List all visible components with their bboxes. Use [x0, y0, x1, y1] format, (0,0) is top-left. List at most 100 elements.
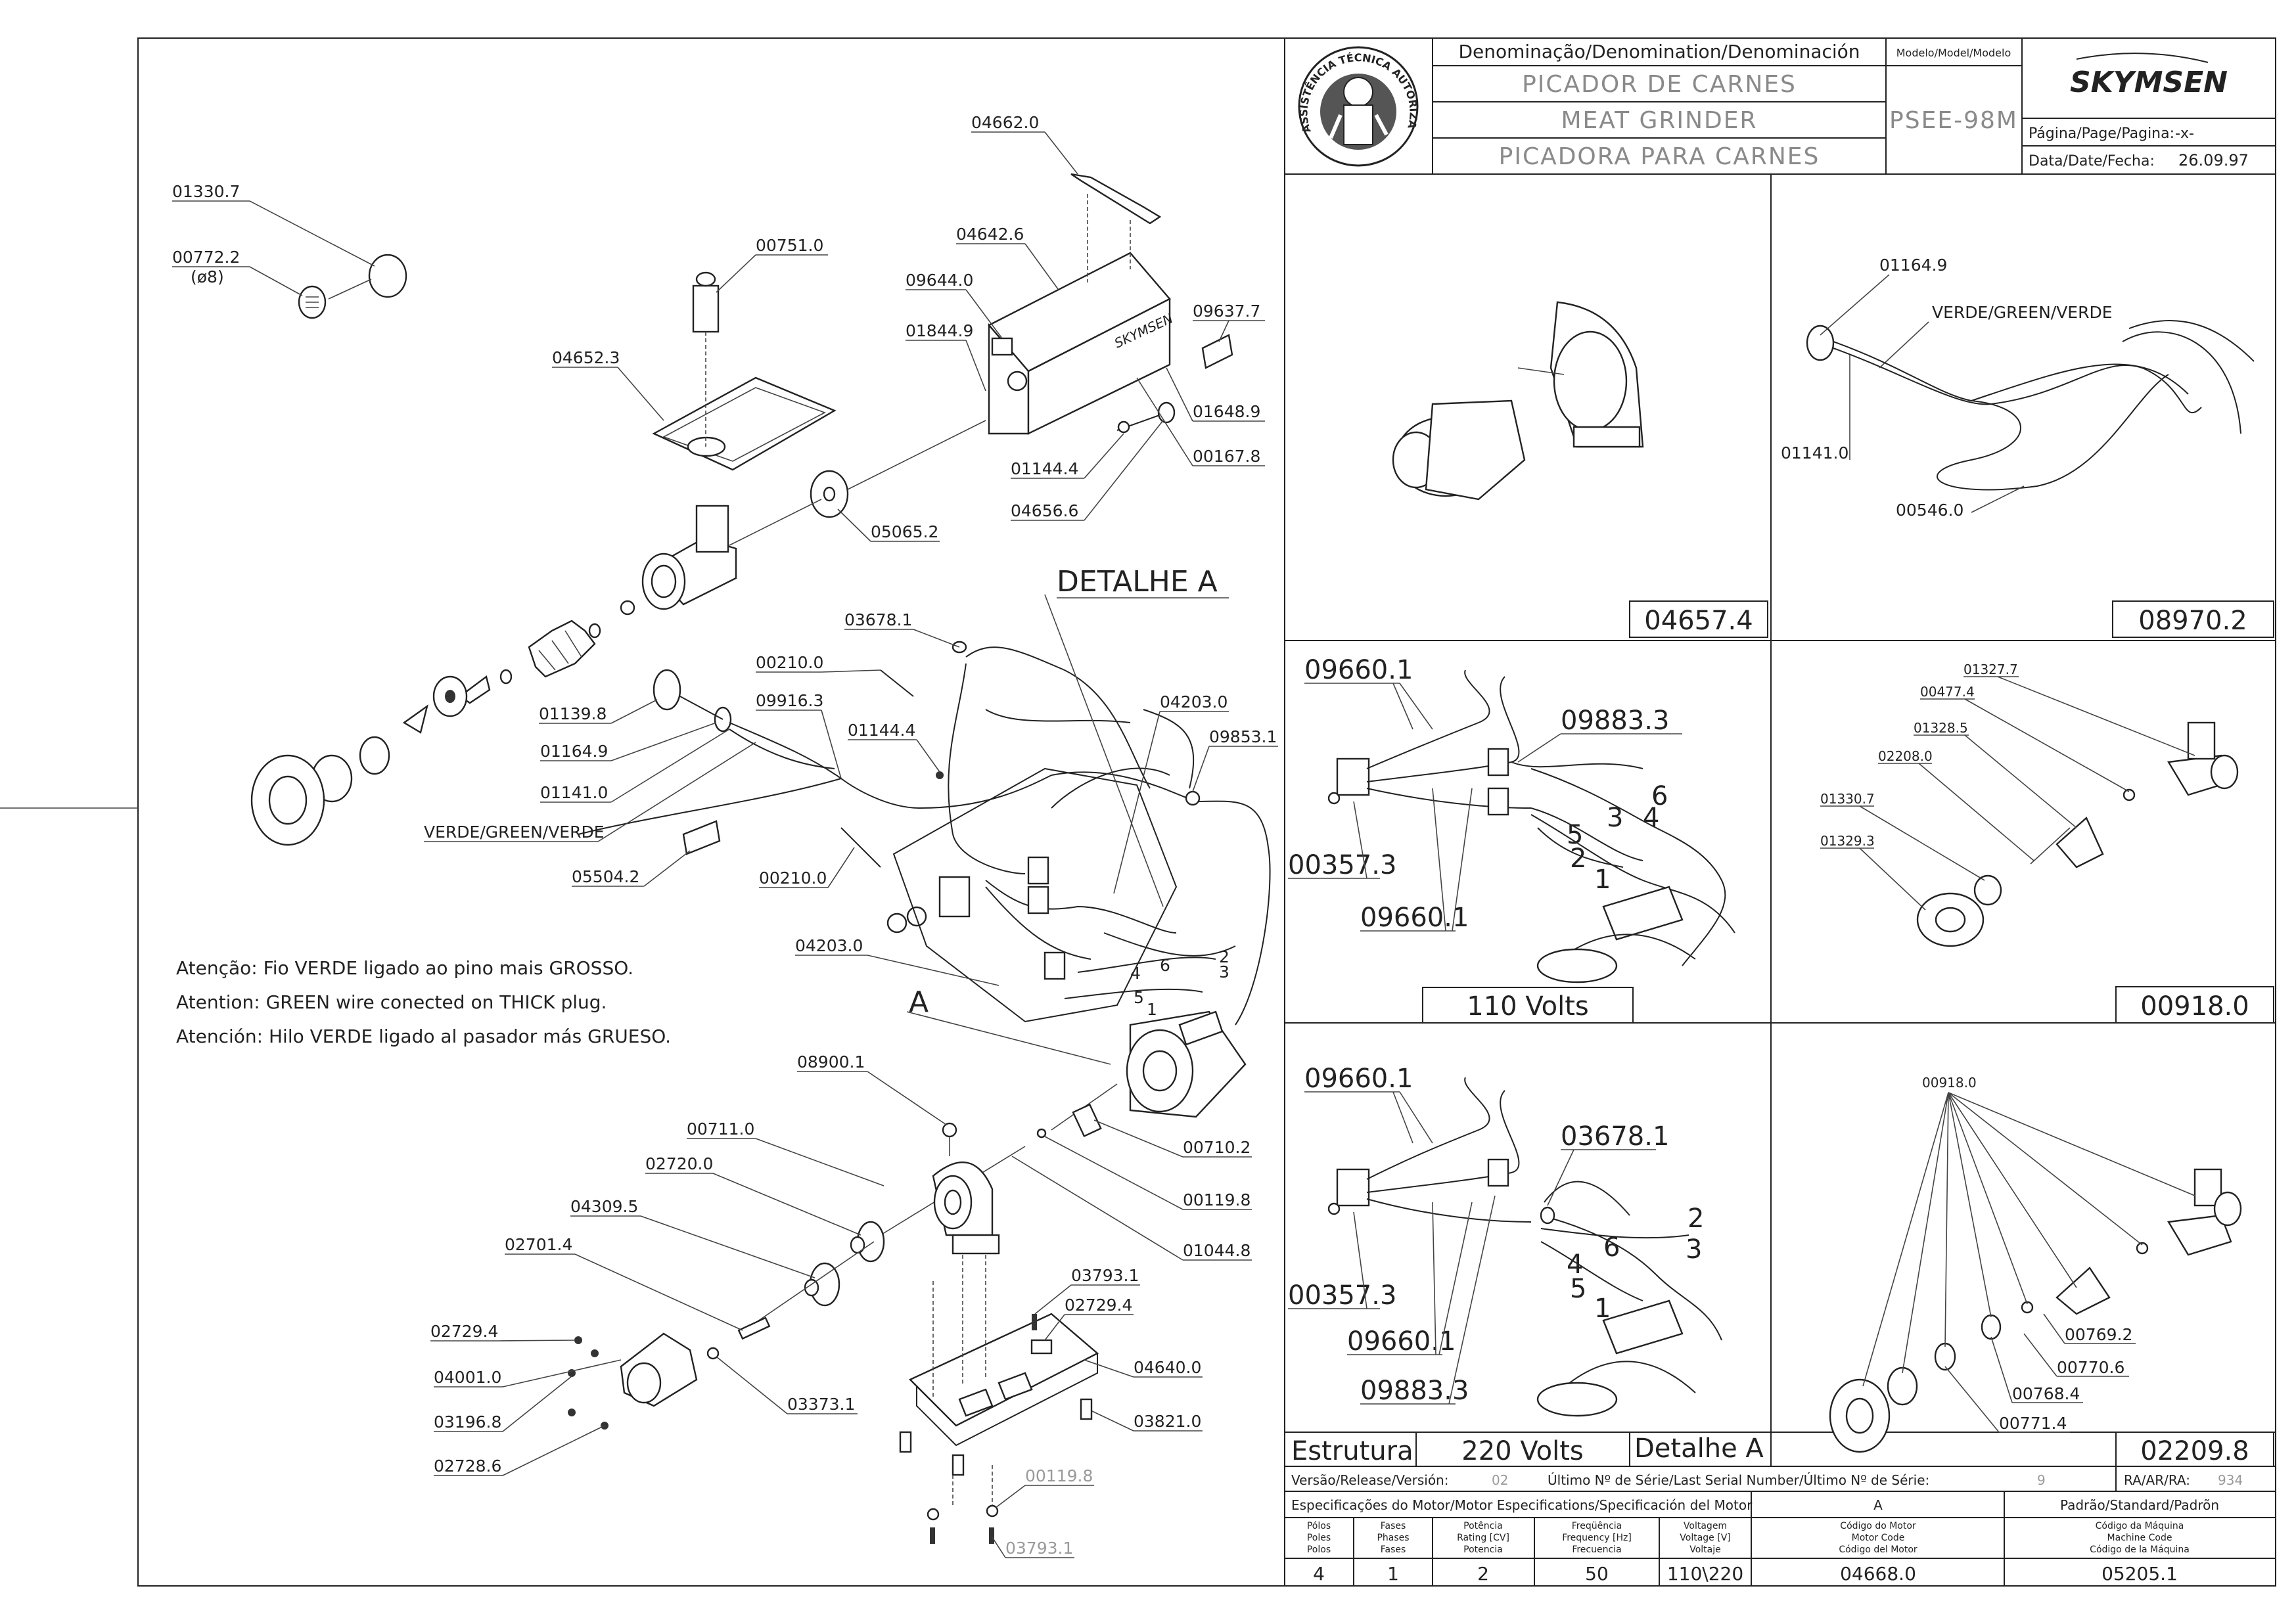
label-05065-2: 05065.2 — [871, 522, 938, 541]
label-02728-6: 02728.6 — [434, 1456, 501, 1476]
p3-label-1: 09660.1 — [1304, 655, 1413, 685]
label-00210-0-bottom: 00210.0 — [759, 868, 827, 888]
label-03793-1-top: 03793.1 — [1071, 1266, 1139, 1285]
p5-label-4: 09660.1 — [1347, 1326, 1456, 1357]
date-value: 26.09.97 — [2178, 151, 2249, 169]
col-phases-2: Phases — [1377, 1533, 1409, 1543]
p6-label-3: 00770.6 — [2057, 1358, 2124, 1377]
col-phases-3: Fases — [1381, 1545, 1406, 1555]
p4-label-5: 01330.7 — [1820, 791, 1875, 807]
serial-label: Último Nº de Série/Last Serial Number/Úl… — [1548, 1472, 1929, 1488]
p3-wire-2: 3 — [1607, 803, 1623, 833]
note-pt: Atenção: Fio VERDE ligado ao pino mais G… — [176, 957, 633, 979]
p2-label-4: 00546.0 — [1896, 501, 1963, 520]
machine-code-value: 05205.1 — [2101, 1563, 2178, 1585]
brand-logo: SKYMSEN — [2070, 66, 2228, 99]
p5-wire-4: 4 — [1567, 1250, 1583, 1280]
p3-label-3: 00357.3 — [1288, 850, 1396, 880]
panel-cutting-set: 00918.0 00769.2 00770.6 00768.4 00771.4 … — [1829, 1075, 2274, 1467]
denomination-label: Denominação/Denomination/Denominación — [1458, 41, 1860, 62]
wire-5: 5 — [1134, 988, 1144, 1007]
label-09916-3: 09916.3 — [756, 691, 823, 710]
model-value: PSEE-98M — [1889, 107, 2018, 134]
p6-label-1: 00918.0 — [1922, 1075, 1977, 1091]
col-poles-2: Poles — [1307, 1533, 1331, 1543]
svg-text:ASSISTÊNCIA TÉCNICA AUTORIZADA: ASSISTÊNCIA TÉCNICA AUTORIZADA — [0, 0, 1420, 135]
col-volt-3: Voltaje — [1689, 1545, 1721, 1555]
label-00167-8: 00167.8 — [1193, 447, 1260, 466]
p3-wire-3: 4 — [1643, 803, 1659, 833]
panel4-code: 00918.0 — [2140, 991, 2249, 1022]
label-01141-0: 01141.0 — [540, 783, 608, 802]
wire-4: 4 — [1130, 964, 1141, 983]
label-04642-6: 04642.6 — [956, 225, 1024, 244]
label-02720-0: 02720.0 — [645, 1154, 713, 1173]
label-04309-5: 04309.5 — [570, 1197, 638, 1216]
frequency-value: 50 — [1585, 1563, 1609, 1585]
date-label: Data/Date/Fecha: — [2029, 153, 2155, 169]
specification-table: Versão/Release/Versión: 02 Último Nº de … — [1285, 1466, 2276, 1586]
motor-code-letter: A — [1873, 1497, 1883, 1513]
label-04203-0-bottom: 04203.0 — [795, 936, 863, 955]
label-05504-2: 05504.2 — [572, 867, 639, 886]
p5-wire-2: 6 — [1603, 1232, 1620, 1263]
label-00210-0-top: 00210.0 — [756, 653, 823, 672]
motor-spec-label: Especificações do Motor/Motor Especifica… — [1291, 1497, 1753, 1513]
wire-2: 2 — [1219, 947, 1229, 966]
label-03821-0: 03821.0 — [1134, 1412, 1201, 1431]
col-motor-2: Motor Code — [1852, 1533, 1905, 1543]
p5-label-3: 00357.3 — [1288, 1280, 1396, 1311]
ra-value: 934 — [2218, 1472, 2243, 1488]
col-freq-2: Frequency [Hz] — [1562, 1533, 1632, 1543]
label-03793-1-bottom: 03793.1 — [1005, 1539, 1073, 1558]
label-00119-8-right: 00119.8 — [1183, 1190, 1251, 1209]
label-d8: (ø8) — [191, 267, 224, 286]
label-02729-4-right: 02729.4 — [1065, 1296, 1132, 1315]
p2-label-2: VERDE/GREEN/VERDE — [1932, 303, 2113, 322]
col-phases-1: Fases — [1381, 1521, 1406, 1531]
label-03196-8: 03196.8 — [434, 1412, 501, 1432]
label-00772-2: 00772.2 — [172, 248, 240, 267]
label-04640-0: 04640.0 — [1134, 1358, 1201, 1377]
p5-label-5: 09883.3 — [1360, 1376, 1469, 1406]
name-en: MEAT GRINDER — [1561, 107, 1757, 134]
panel-feed-screw: 01327.7 00477.4 01328.5 02208.0 01330.7 … — [1820, 662, 2274, 1024]
label-01044-8: 01044.8 — [1183, 1241, 1251, 1260]
col-power-1: Potência — [1463, 1521, 1503, 1531]
panel6-code: 02209.8 — [2140, 1436, 2249, 1466]
ra-label: RA/AR/RA: — [2124, 1472, 2190, 1488]
wire-3: 3 — [1219, 962, 1229, 981]
col-poles-3: Polos — [1307, 1545, 1331, 1555]
label-09853-1: 09853.1 — [1209, 727, 1277, 746]
col-motor-3: Código del Motor — [1839, 1545, 1917, 1555]
label-02701-4: 02701.4 — [505, 1235, 572, 1254]
p3-wire-1: 6 — [1651, 781, 1668, 811]
estrutura-label: Estrutura — [1291, 1436, 1413, 1466]
label-04652-3: 04652.3 — [552, 348, 620, 367]
serial-value: 9 — [2037, 1472, 2046, 1488]
col-poles-1: Pólos — [1307, 1521, 1331, 1531]
label-04203-0-top: 04203.0 — [1160, 692, 1228, 711]
detalhe-a-label: Detalhe A — [1634, 1433, 1764, 1464]
p3-wire-6: 1 — [1594, 865, 1611, 895]
col-freq-1: Freqüência — [1572, 1521, 1622, 1531]
p2-label-1: 01164.9 — [1879, 256, 1947, 275]
panel-power-cord: 01164.9 VERDE/GREEN/VERDE 01141.0 00546.… — [1781, 256, 2274, 638]
p6-label-5: 00771.4 — [1999, 1414, 2067, 1433]
p5-wire-3: 3 — [1686, 1234, 1702, 1265]
p4-label-2: 00477.4 — [1920, 684, 1975, 700]
poles-value: 4 — [1313, 1563, 1325, 1585]
exploded-view: SKYMSEN — [250, 173, 1271, 1544]
label-03678-1: 03678.1 — [844, 610, 912, 629]
page-label: Página/Page/Pagina: — [2029, 125, 2174, 142]
label-01144-4-mid: 01144.4 — [848, 721, 915, 740]
seal-text: ASSISTÊNCIA TÉCNICA AUTORIZADA — [0, 0, 1420, 135]
p3-wire-5: 2 — [1570, 844, 1586, 874]
p4-label-3: 01328.5 — [1914, 720, 1968, 736]
label-00710-2: 00710.2 — [1183, 1138, 1251, 1157]
label-04662-0: 04662.0 — [971, 113, 1039, 132]
authorized-service-seal: ASSISTÊNCIA TÉCNICA AUTORIZADA — [0, 0, 1420, 167]
label-00711-0: 00711.0 — [687, 1119, 754, 1139]
p3-label-4: 09660.1 — [1360, 903, 1469, 933]
panel-housing: 04657.4 — [1392, 301, 1768, 638]
